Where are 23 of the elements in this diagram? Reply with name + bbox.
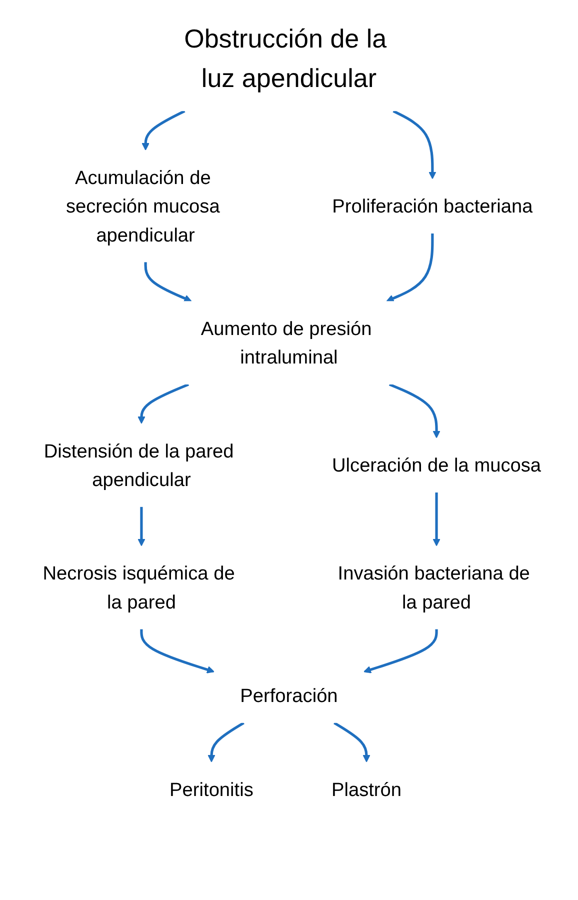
arrow: [140, 629, 214, 674]
arrow: [138, 383, 190, 424]
node-text: Perforación: [240, 684, 338, 706]
arrow: [392, 110, 436, 180]
node-text: Peritonitis: [170, 778, 254, 800]
arrow: [386, 233, 434, 302]
node-text: Obstrucción de la luz apendicular: [184, 25, 387, 93]
arrow: [388, 383, 440, 438]
node-text: Distensión de la pared apendicular: [44, 440, 234, 490]
arrow: [138, 506, 146, 546]
node-text: Invasión bacteriana de la pared: [338, 562, 530, 613]
arrow: [144, 262, 192, 302]
node-text: Aumento de presión intraluminal: [200, 318, 372, 368]
node-text: Acumulación de secreción mucosa apendicular: [66, 166, 220, 246]
arrow: [432, 492, 440, 546]
node-text: Plastrón: [331, 778, 402, 800]
arrow: [208, 722, 244, 762]
node-text: Ulceración de la mucosa: [332, 454, 542, 476]
node-text: Proliferación bacteriana: [332, 195, 533, 217]
arrow: [334, 722, 370, 762]
arrow: [364, 629, 438, 674]
node-text: Necrosis isquémica de la pared: [42, 562, 235, 613]
arrow: [142, 110, 186, 150]
